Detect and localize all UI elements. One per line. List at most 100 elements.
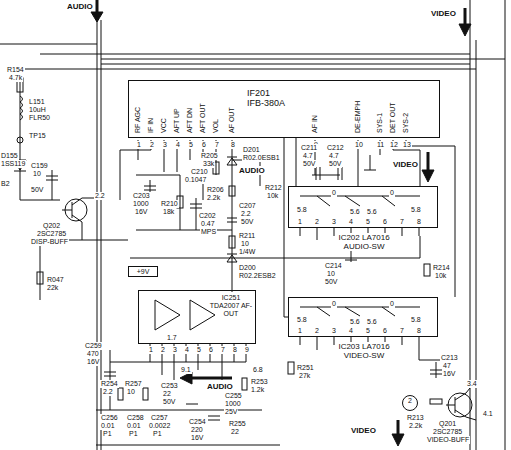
ic-name: IC203 LA7016 VIDEO-SW	[336, 342, 392, 360]
part-label: D200	[238, 264, 257, 272]
part-label: D155	[0, 152, 19, 160]
part-label: 2.2k	[206, 194, 221, 202]
part-label: C210	[190, 168, 209, 176]
part-label: R254	[100, 380, 119, 388]
part-label: 2	[160, 346, 166, 354]
part-label: TP15	[28, 132, 47, 140]
part-label: 11	[376, 141, 385, 149]
part-label: VIDEO	[392, 160, 419, 169]
part-label: R214	[432, 264, 451, 272]
part-label: 5.8	[410, 206, 422, 214]
part-label: 0.0022	[148, 422, 171, 430]
part-label: 47	[442, 362, 452, 370]
part-label: 10uH	[28, 106, 47, 114]
part-label: 6	[382, 327, 388, 335]
part-label: 8	[416, 218, 422, 226]
part-label: R212	[264, 184, 283, 192]
part-label: 10	[126, 388, 136, 396]
part-label: 5	[196, 346, 202, 354]
part-label: 10	[240, 240, 250, 248]
part-label: 9.1	[180, 366, 192, 374]
part-label: C253	[160, 382, 179, 390]
part-label: C207	[238, 202, 257, 210]
pin-name: AFT DN	[186, 107, 194, 134]
part-label: 220	[190, 426, 204, 434]
part-label: C202	[198, 212, 217, 220]
part-label: 3	[172, 346, 178, 354]
part-label: 10	[32, 170, 42, 178]
part-label: 3	[331, 327, 337, 335]
part-label: 33k	[202, 160, 215, 168]
part-label: FLR50	[28, 114, 51, 122]
ic-name: +9V	[129, 267, 157, 276]
part-label: 12	[389, 141, 399, 149]
part-label: R047	[46, 276, 65, 284]
part-label: R213	[406, 414, 425, 422]
part-label: R257	[124, 380, 143, 388]
part-label: R02.0ESB1	[242, 154, 281, 162]
part-label: 8	[232, 346, 238, 354]
pin-name: RF AGC	[134, 106, 142, 134]
part-label: 22	[162, 390, 172, 398]
pin-name: AFT OUT	[199, 102, 207, 134]
part-label: 16V	[442, 370, 456, 378]
part-label: 4	[184, 346, 190, 354]
pin-name: AF IN	[311, 114, 319, 134]
pin-name: DE-EMPH	[354, 100, 362, 134]
ic-box: IC251 TDA2007 AF-OUT	[138, 290, 256, 344]
part-label: 2	[314, 218, 320, 226]
part-label: 4.1	[482, 410, 494, 418]
part-label: 10k	[266, 192, 279, 200]
part-label: 27k	[298, 372, 311, 380]
part-label: 2.2	[240, 210, 252, 218]
part-label: 22	[230, 428, 240, 436]
part-label: 10k	[434, 272, 447, 280]
part-label: P1	[102, 430, 113, 438]
part-label: Q202	[42, 222, 61, 230]
pin-name: AFT UP	[173, 107, 181, 134]
part-label: P1	[152, 430, 163, 438]
part-label: 0	[331, 300, 337, 308]
part-label: 6.8	[252, 366, 264, 374]
part-label: 5	[365, 327, 371, 335]
ic-name: IFB-380A	[247, 99, 285, 108]
part-label: 2	[149, 141, 155, 149]
part-label: C203	[132, 192, 151, 200]
part-label: 13	[402, 141, 412, 149]
part-label: 5	[365, 218, 371, 226]
part-label: 1	[297, 327, 303, 335]
part-label: 1	[136, 141, 142, 149]
part-label: C258	[126, 414, 145, 422]
part-label: 1.2k	[250, 386, 265, 394]
part-label: 10	[354, 141, 364, 149]
part-label: 4	[348, 327, 354, 335]
part-label: VIDEO	[430, 9, 457, 18]
part-label: MPS	[200, 228, 217, 236]
part-label: 8	[416, 327, 422, 335]
pin-name: DET OUT	[389, 101, 397, 134]
part-label: 18k	[162, 208, 175, 216]
part-label: C257	[150, 414, 169, 422]
part-label: 16V	[86, 358, 100, 366]
part-label: 7	[399, 218, 405, 226]
part-label: C214	[324, 262, 343, 270]
part-label: 50V	[324, 278, 338, 286]
part-label: C255	[224, 392, 243, 400]
part-label: 6	[201, 141, 207, 149]
part-label: 5.6	[366, 318, 378, 326]
part-label: 2SC2785	[36, 230, 67, 238]
part-label: R253	[250, 378, 269, 386]
part-label: C259	[84, 342, 103, 350]
part-label: 50V	[240, 218, 254, 226]
part-label: 0.47	[200, 220, 216, 228]
part-label: 50V	[302, 160, 316, 168]
ic-box: IC202 LA7016 AUDIO-SW	[288, 186, 438, 228]
pin-name: VOL	[212, 118, 220, 134]
part-label: 1	[148, 346, 154, 354]
part-label: 10	[326, 270, 336, 278]
part-label: 0.1047	[184, 176, 207, 184]
part-label: 3	[331, 218, 337, 226]
part-label: 6	[382, 218, 388, 226]
pin-name: SYS-1	[376, 112, 384, 134]
